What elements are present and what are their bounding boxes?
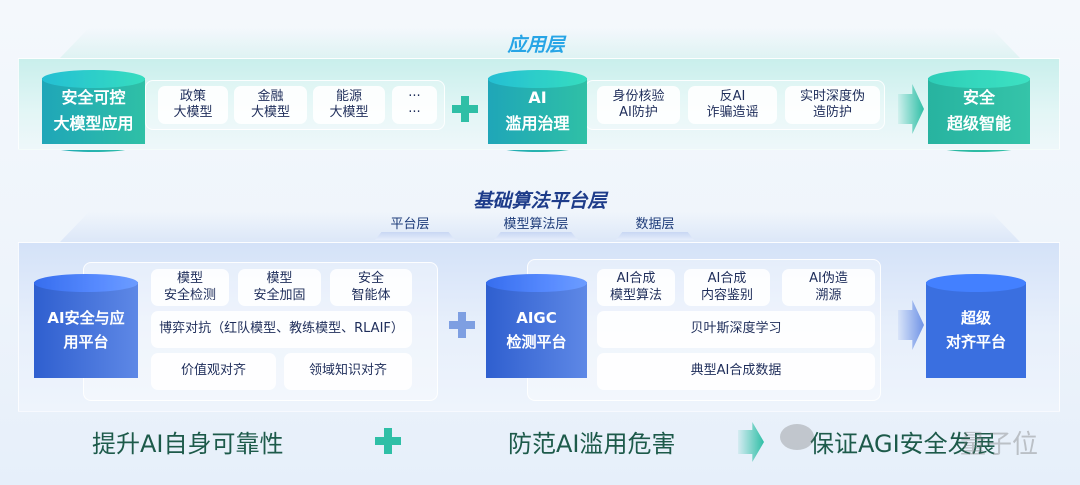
tab-model-algorithm-layer: 模型算法层 (503, 217, 569, 232)
card-anti-ai-fraud: 反AI 诈骗造谣 (688, 86, 777, 124)
card-bayesian-deep-learning: 贝叶斯深度学习 (597, 311, 875, 348)
card-adversarial-game: 博弈对抗（红队模型、教练模型、RLAIF） (151, 311, 412, 348)
cylinder-safe-superintelligence: 安全 超级智能 (928, 78, 1030, 152)
card-typical-ai-synthetic-data: 典型AI合成数据 (597, 353, 875, 390)
card-domain-knowledge-alignment: 领域知识对齐 (284, 353, 412, 390)
card-finance-llm: 金融 大模型 (234, 86, 307, 124)
tab-platform-layer: 平台层 (390, 217, 430, 232)
plus-icon (375, 428, 401, 454)
app-layer-title: 应用层 (507, 34, 565, 56)
card-policy-llm: 政策 大模型 (158, 86, 228, 124)
tab-base (375, 232, 455, 240)
card-value-alignment: 价值观对齐 (151, 353, 276, 390)
card-identity-verification: 身份核验 AI防护 (597, 86, 680, 124)
plus-icon (449, 312, 475, 338)
tab-base (616, 232, 694, 240)
card-ai-forgery-tracing: AI伪造 溯源 (782, 269, 875, 306)
tab-base (494, 232, 578, 240)
cylinder-label: 超级 对齐平台 (945, 309, 1006, 351)
card-deepfake-protection: 实时深度伪 造防护 (785, 86, 880, 124)
cylinder-label: AI 滥用治理 (505, 88, 570, 133)
wechat-watermark-icon (780, 424, 814, 450)
slogan-ensure-agi-safety: 保证AGI安全发展 (810, 430, 996, 458)
card-more: ··· ··· (392, 86, 437, 124)
cylinder-ai-abuse-governance: AI 滥用治理 (488, 78, 587, 152)
card-energy-llm: 能源 大模型 (313, 86, 385, 124)
cylinder-super-alignment-platform: 超级 对齐平台 (926, 282, 1026, 386)
card-ai-synthesis-algorithm: AI合成 模型算法 (597, 269, 675, 306)
cylinder-label: 安全可控 大模型应用 (53, 88, 134, 133)
tab-data-layer: 数据层 (635, 217, 675, 232)
cylinder-aigc-detection-platform: AIGC 检测平台 (486, 282, 587, 386)
slogan-prevent-abuse: 防范AI滥用危害 (508, 430, 676, 458)
plus-icon (452, 96, 478, 122)
cylinder-label: 安全 超级智能 (946, 88, 1011, 133)
card-model-safety-hardening: 模型 安全加固 (238, 269, 321, 306)
base-layer-title: 基础算法平台层 (473, 190, 607, 212)
slogan-improve-reliability: 提升AI自身可靠性 (92, 430, 284, 458)
card-ai-content-identification: AI合成 内容鉴别 (684, 269, 770, 306)
card-safety-agent: 安全 智能体 (330, 269, 412, 306)
card-model-safety-detection: 模型 安全检测 (151, 269, 229, 306)
watermark: 量子位 (960, 430, 1039, 460)
app-layer-roof (60, 28, 1020, 58)
cylinder-ai-safety-platform: AI安全与应 用平台 (34, 282, 138, 386)
arrow-right-icon (738, 422, 764, 462)
cylinder-safe-controllable-llm-app: 安全可控 大模型应用 (42, 78, 145, 152)
cylinder-label: AIGC 检测平台 (506, 309, 567, 351)
cylinder-label: AI安全与应 用平台 (47, 309, 125, 351)
